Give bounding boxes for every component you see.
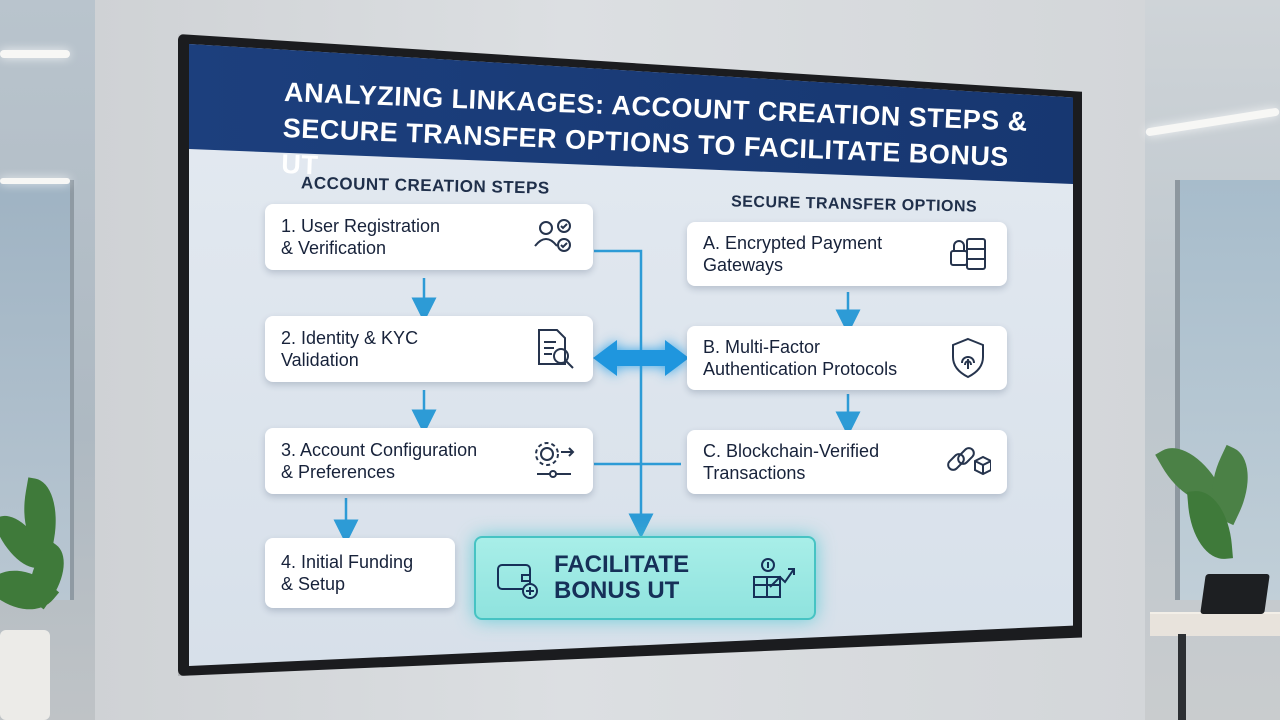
final-label: FACILITATE BONUS UT <box>554 551 690 604</box>
gift-growth-icon <box>753 558 795 598</box>
desk-leg <box>1178 634 1186 720</box>
option-card-c[interactable]: C. Blockchain-Verified Transactions <box>687 430 1007 494</box>
step-label: 1. User Registration & Verification <box>281 216 441 258</box>
laptop <box>1200 574 1270 614</box>
document-search-icon <box>538 329 574 369</box>
fingerprint-shield-icon <box>952 337 984 379</box>
facilitate-bonus-box[interactable]: FACILITATE BONUS UT <box>474 536 816 620</box>
step-card-4[interactable]: 4. Initial Funding & Setup <box>265 538 455 608</box>
option-label: C. Blockchain-Verified Transactions <box>703 441 880 483</box>
ceiling-light <box>0 50 70 58</box>
users-check-icon <box>534 219 571 252</box>
step-label: 4. Initial Funding & Setup <box>281 552 414 594</box>
desk <box>1150 612 1280 636</box>
chain-block-icon <box>947 447 991 476</box>
option-label: A. Encrypted Payment Gateways <box>703 233 883 275</box>
step-label: 3. Account Configuration & Preferences <box>281 440 478 482</box>
option-card-b[interactable]: B. Multi-Factor Authentication Protocols <box>687 326 1007 390</box>
option-card-a[interactable]: A. Encrypted Payment Gateways <box>687 222 1007 286</box>
connector-lines <box>333 249 861 545</box>
step-label: 2. Identity & KYC Validation <box>281 328 419 370</box>
background-window-left <box>0 0 95 720</box>
diagram-screen: ANALYZING LINKAGES: ACCOUNT CREATION STE… <box>189 44 1073 666</box>
wallet-plus-icon <box>497 564 538 599</box>
double-arrow-link <box>593 340 689 376</box>
option-label: B. Multi-Factor Authentication Protocols <box>703 337 898 379</box>
step-card-2[interactable]: 2. Identity & KYC Validation <box>265 316 593 382</box>
connector-to-final <box>628 462 681 539</box>
lock-server-icon <box>950 238 986 270</box>
gear-sliders-icon <box>535 442 575 478</box>
ceiling-light <box>0 178 70 184</box>
step-card-1[interactable]: 1. User Registration & Verification <box>265 204 593 270</box>
step-card-3[interactable]: 3. Account Configuration & Preferences <box>265 428 593 494</box>
